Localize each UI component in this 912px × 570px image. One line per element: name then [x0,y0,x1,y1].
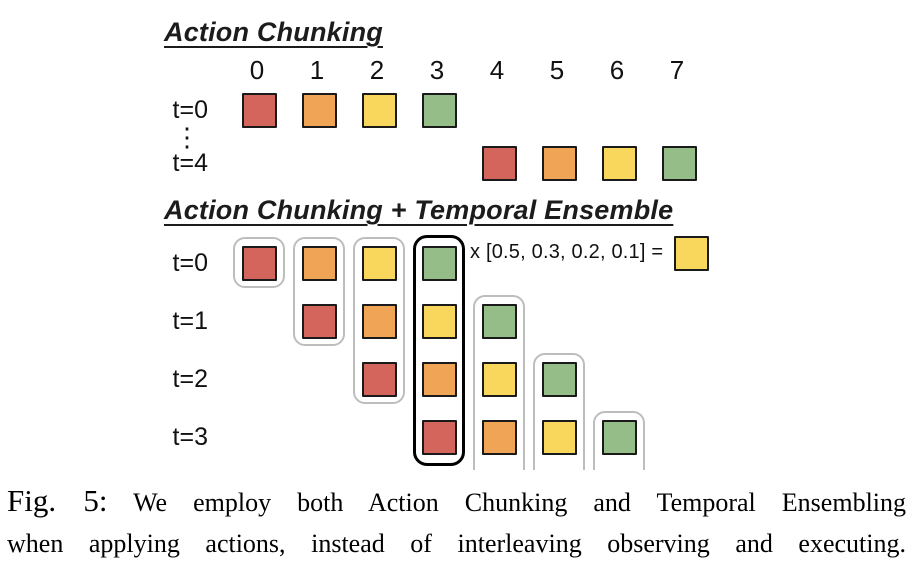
column-header: 4 [489,55,505,85]
action-chunking-diagram: Action Chunking 0 1 2 3 4 5 6 7 t=0 t=4 ⋮ Action… [164,17,709,470]
column-header: 5 [549,55,565,85]
action-square-red [242,93,277,128]
action-square-orange [302,246,337,281]
action-square-green [602,420,637,455]
section-title-action-chunking: Action Chunking [164,17,383,47]
action-square-green [422,246,457,281]
action-square-red [422,420,457,455]
column-header: 2 [369,55,385,85]
caption-line-1: Fig. 5: We employ both Action Chunking a… [7,480,906,523]
action-square-green [542,362,577,397]
column-header: 3 [429,55,445,85]
action-square-yellow [542,420,577,455]
column-header: 1 [309,55,325,85]
ensemble-outline [353,237,405,404]
action-square-red [362,362,397,397]
action-square-red [482,146,517,181]
figure-caption: Fig. 5: We employ both Action Chunking a… [7,480,906,564]
section-title-temporal-ensemble: Action Chunking + Temporal Ensemble [164,195,674,225]
action-square-orange [362,304,397,339]
caption-line-1-text: We employ both Action Chunking and Tempo… [133,488,907,517]
action-square-orange [422,362,457,397]
action-square-green [662,146,697,181]
timestep-label: t=0 [172,249,208,277]
timestep-label: t=2 [172,365,208,393]
action-square-yellow [362,93,397,128]
action-square-orange [482,420,517,455]
action-square-yellow [482,362,517,397]
ensemble-outline [533,353,585,470]
action-square-yellow [422,304,457,339]
timestep-label: t=1 [172,307,208,335]
ensemble-outline [473,295,525,470]
caption-line-2: when applying actions, instead of interl… [7,529,906,558]
action-square-green [482,304,517,339]
column-header: 0 [249,55,265,85]
figure-number-label: Fig. 5: [7,483,108,518]
timestep-label: t=3 [172,423,208,451]
action-square-orange [542,146,577,181]
ensemble-outline-current [413,235,465,466]
column-header: 7 [669,55,685,85]
action-square-orange [302,93,337,128]
action-square-red [242,246,277,281]
action-square-yellow [362,246,397,281]
action-square-yellow [602,146,637,181]
ensemble-outline [233,237,285,288]
ensemble-result-square-yellow [674,236,709,271]
action-square-green [422,93,457,128]
ensemble-outline [593,411,645,470]
ensemble-outline [293,237,345,346]
vertical-ellipsis: ⋮ [174,122,200,152]
timestep-label: t=4 [172,149,208,177]
ensemble-weights-equation: x [0.5, 0.3, 0.2, 0.1] = [470,241,664,263]
action-square-red [302,304,337,339]
timestep-label: t=0 [172,96,208,124]
column-header: 6 [609,55,625,85]
